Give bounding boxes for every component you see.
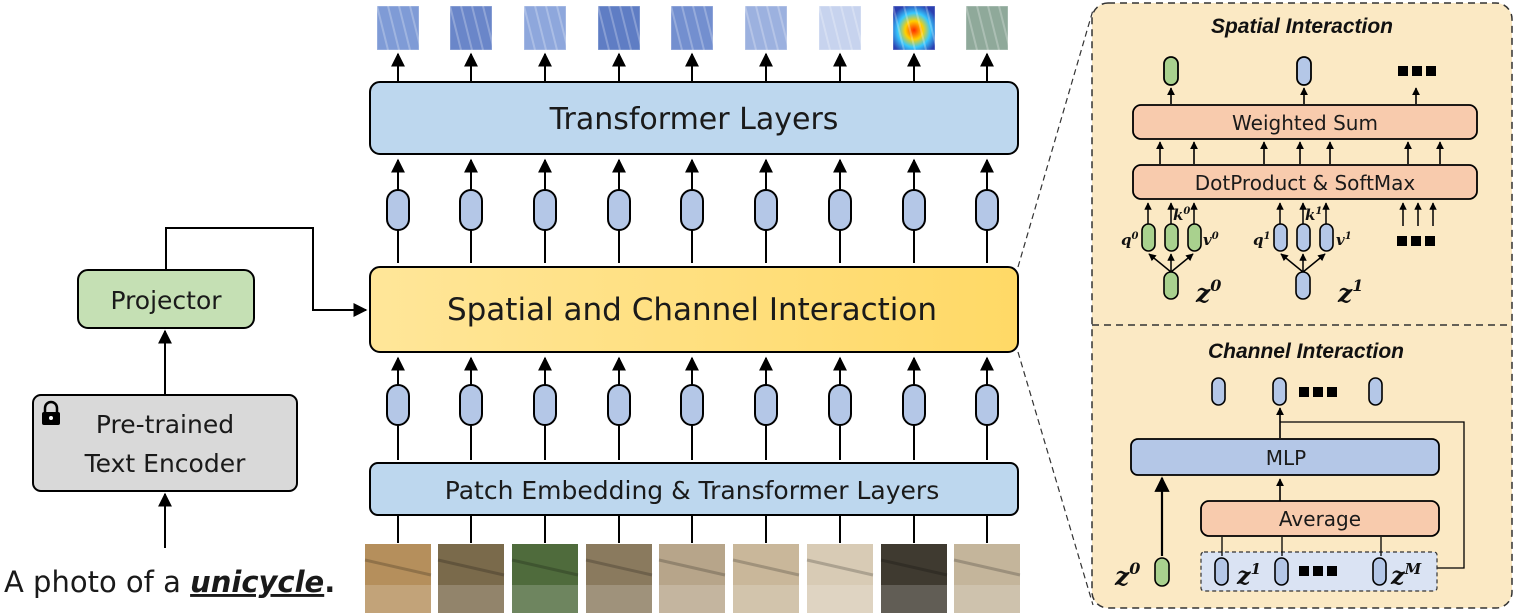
svg-text:zM: zM (1390, 560, 1422, 590)
input-patch (511, 544, 579, 613)
svg-text:q1: q1 (1253, 231, 1270, 249)
input-patch (806, 544, 874, 613)
token (754, 189, 778, 231)
token (533, 189, 557, 231)
input-patch (364, 544, 432, 613)
patch-embedding-box (369, 462, 1019, 516)
input-patches (364, 516, 1021, 613)
token-row-upper (386, 158, 999, 263)
input-patch (953, 544, 1021, 613)
z0-channel: z0 (1114, 559, 1140, 591)
zoom-line-top (1017, 9, 1094, 268)
token-row-lower (386, 356, 999, 460)
output-thumbnail (965, 5, 1011, 51)
output-thumbnail (744, 5, 790, 51)
dotproduct-box (1132, 164, 1478, 200)
spatial-title: Spatial Interaction (1211, 15, 1393, 38)
spatial-interaction: Spatial Interaction Weighted Sum DotProd… (1121, 15, 1478, 308)
z0-spatial: z0 (1195, 276, 1221, 308)
text-branch: Pre-trained Text Encoder Projector A pho… (4, 227, 368, 599)
text-encoder-line1: Pre-trained (96, 410, 234, 439)
text-encoder-line2: Text Encoder (84, 449, 246, 478)
token (902, 384, 926, 426)
svg-text:k0: k0 (1173, 206, 1190, 224)
transformer-layers-label: Transformer Layers (549, 102, 839, 137)
qkv-group-1: q1 k1 v1 z1 (1253, 202, 1363, 308)
input-patch (585, 544, 653, 613)
input-patch (880, 544, 948, 613)
output-thumbnail (818, 5, 864, 51)
projector-label: Projector (110, 286, 222, 315)
token (607, 384, 631, 426)
more-dots-icon (1398, 66, 1436, 76)
zoom-line-bottom (1017, 351, 1094, 606)
input-patch (437, 544, 505, 613)
more-dots-icon (1299, 387, 1337, 397)
qkv-group-more (1397, 202, 1437, 246)
output-thumbnail (376, 5, 422, 51)
mlp-box (1130, 438, 1440, 476)
interaction-label: Spatial and Channel Interaction (447, 292, 937, 328)
svg-text:v0: v0 (1203, 231, 1219, 249)
output-thumbnail (449, 5, 495, 51)
transformer-layers-box (369, 81, 1019, 155)
token (828, 189, 852, 231)
svg-text:q0: q0 (1121, 231, 1139, 249)
token (459, 384, 483, 426)
patch-embedding-label: Patch Embedding & Transformer Layers (445, 476, 939, 505)
output-thumbnail (670, 5, 716, 51)
svg-text:k1: k1 (1305, 206, 1322, 224)
output-thumbnail (597, 5, 643, 51)
token (975, 189, 999, 231)
token (607, 189, 631, 231)
svg-text:z1: z1 (1236, 560, 1261, 590)
token (459, 189, 483, 231)
weighted-sum-box (1132, 104, 1478, 140)
dotproduct-label: DotProduct & SoftMax (1195, 171, 1416, 195)
weighted-sum-label: Weighted Sum (1232, 111, 1378, 135)
output-thumbnail (523, 5, 569, 51)
token (754, 384, 778, 426)
channel-title: Channel Interaction (1208, 340, 1404, 363)
token (975, 384, 999, 426)
svg-text:v1: v1 (1336, 231, 1352, 249)
token (902, 189, 926, 231)
channel-interaction: Channel Interaction MLP Average z0 z1 zM (1114, 340, 1465, 592)
interaction-box (369, 266, 1019, 353)
input-patch (732, 544, 800, 613)
vision-branch: Transformer Layers Spatial and Channel I… (364, 5, 1021, 613)
average-box (1200, 500, 1440, 537)
token (533, 384, 557, 426)
token (828, 384, 852, 426)
prompt-caption: A photo of a unicycle. (4, 565, 335, 599)
class-word: unicycle (190, 565, 324, 599)
qkv-group-0: q0 k0 v0 z0 (1121, 202, 1221, 308)
token (386, 189, 410, 231)
lock-icon (42, 400, 60, 425)
mlp-label: MLP (1266, 446, 1306, 470)
token (386, 384, 410, 426)
input-patch (658, 544, 726, 613)
token (680, 384, 704, 426)
average-label: Average (1279, 507, 1361, 531)
output-thumbnails (376, 5, 1011, 51)
z1-spatial: z1 (1337, 276, 1363, 308)
text-encoder-box (32, 394, 298, 492)
output-thumbnail (892, 5, 938, 51)
token (680, 189, 704, 231)
